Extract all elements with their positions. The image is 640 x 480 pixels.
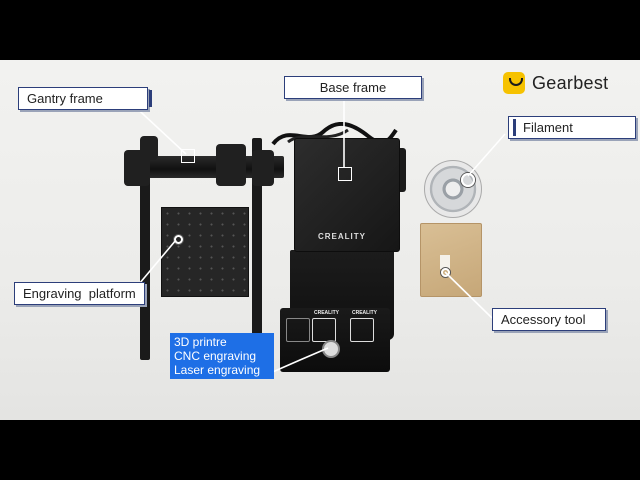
gantry-marker bbox=[181, 149, 195, 163]
gantry-end-block-right bbox=[252, 150, 274, 186]
mode-laser-engraving: Laser engraving bbox=[174, 363, 270, 377]
engraving-platform-plate bbox=[161, 207, 249, 297]
module-slot-3 bbox=[286, 318, 310, 342]
base-brand-text: CREALITY bbox=[318, 232, 366, 241]
engraving-platform-label: Engraving platform bbox=[14, 282, 145, 305]
module-slot-2 bbox=[350, 318, 374, 342]
accessory-box-label bbox=[440, 255, 450, 269]
mode-cnc-engraving: CNC engraving bbox=[174, 349, 270, 363]
gantry-frame-label: Gantry frame bbox=[18, 87, 148, 110]
controller-brand-2: CREALITY bbox=[352, 310, 377, 316]
modes-label: 3D printre CNC engraving Laser engraving bbox=[170, 333, 274, 379]
base-frame-label: Base frame bbox=[284, 76, 422, 99]
letterbox-top bbox=[0, 0, 640, 60]
module-slot-1 bbox=[312, 318, 336, 342]
accessory-tool-label: Accessory tool bbox=[492, 308, 606, 331]
platform-marker bbox=[174, 235, 183, 244]
base-marker bbox=[338, 167, 352, 181]
control-knob bbox=[322, 340, 340, 358]
gearbest-logo: Gearbest bbox=[503, 72, 608, 94]
accessory-marker bbox=[441, 268, 450, 277]
smile-bag-icon bbox=[503, 72, 525, 94]
filament-spool bbox=[424, 160, 482, 218]
gantry-left-rail bbox=[140, 160, 150, 360]
accessory-box bbox=[420, 223, 482, 297]
filament-label: Filament bbox=[508, 116, 636, 139]
logo-text: Gearbest bbox=[532, 73, 608, 94]
gantry-carriage bbox=[216, 144, 246, 186]
filament-marker bbox=[461, 173, 475, 187]
letterbox-bottom bbox=[0, 420, 640, 480]
mode-3d-printer: 3D printre bbox=[174, 335, 270, 349]
product-photo: Gearbest CREALITY CREALITY CREALITY bbox=[0, 60, 640, 420]
gantry-top-mount bbox=[140, 136, 158, 160]
controller-brand-1: CREALITY bbox=[314, 310, 339, 316]
